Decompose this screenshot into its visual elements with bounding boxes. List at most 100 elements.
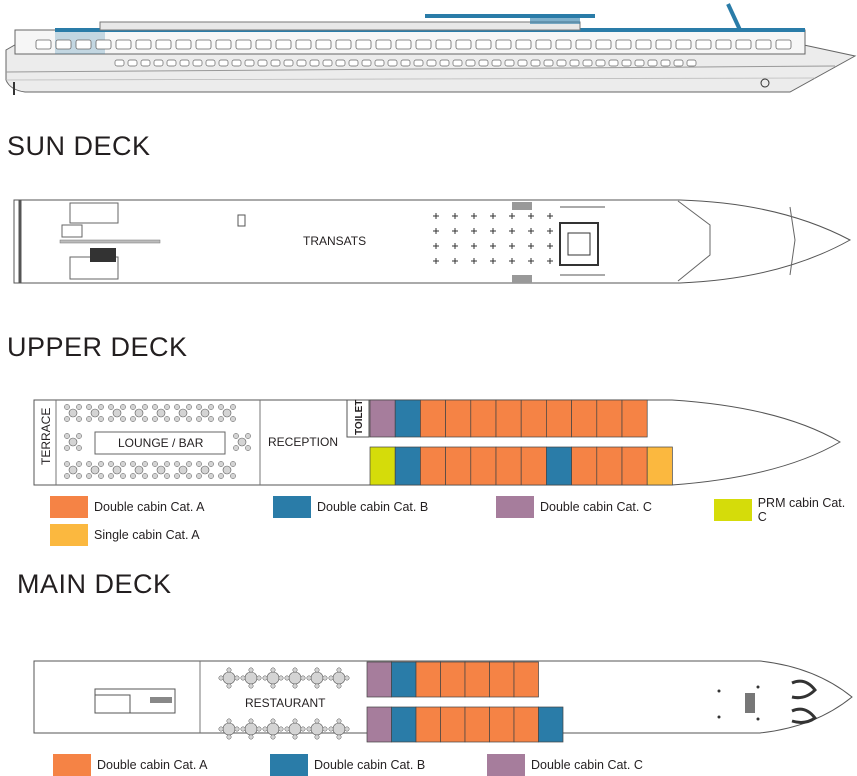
ship-porthole xyxy=(543,59,554,67)
lounge-table-chair xyxy=(130,404,136,410)
restaurant-chair xyxy=(314,734,320,740)
restaurant-chair xyxy=(226,734,232,740)
upper-legend-prm-c: PRM cabin Cat. C xyxy=(714,496,857,524)
upper-legend-double-b: Double cabin Cat. B xyxy=(273,496,428,518)
restaurant-label: RESTAURANT xyxy=(245,696,326,710)
restaurant-chair xyxy=(306,675,312,681)
legend-label: Double cabin Cat. A xyxy=(97,758,208,772)
restaurant-chair xyxy=(256,726,262,732)
restaurant-chair xyxy=(248,734,254,740)
main-cabins-bottom xyxy=(366,706,564,743)
restaurant-chair xyxy=(284,675,290,681)
transat-chair xyxy=(528,213,534,219)
cabin-double-a xyxy=(440,706,466,743)
restaurant-chair xyxy=(270,734,276,740)
lounge-table-chair xyxy=(142,416,148,422)
ship-porthole xyxy=(283,59,294,67)
restaurant-chair xyxy=(270,718,276,724)
lounge-table-chair xyxy=(186,473,192,479)
transat-chair xyxy=(528,258,534,264)
cabin-double-b xyxy=(391,661,417,698)
ship-window xyxy=(415,39,432,50)
ship-porthole xyxy=(309,59,320,67)
lounge-table-chair xyxy=(174,473,180,479)
restaurant-chair xyxy=(300,675,306,681)
restaurant-chair xyxy=(226,718,232,724)
restaurant-table xyxy=(244,722,258,736)
transat-chair xyxy=(528,243,534,249)
lounge-table-chair xyxy=(76,404,82,410)
main-deck-title: MAIN DECK xyxy=(17,569,172,599)
lounge-table-chair xyxy=(98,473,104,479)
lounge-table xyxy=(178,465,188,475)
restaurant-chair xyxy=(248,718,254,724)
lounge-table-chair xyxy=(230,461,236,467)
ship-window xyxy=(335,39,352,50)
restaurant-chair xyxy=(292,718,298,724)
transats-label: TRANSATS xyxy=(303,234,366,248)
ship-window xyxy=(775,39,792,50)
legend-swatch xyxy=(50,524,88,546)
lounge-table-chair xyxy=(64,433,70,439)
cabin-double-a xyxy=(621,399,648,438)
cabin-double-a xyxy=(489,706,515,743)
ship-porthole xyxy=(192,59,203,67)
cabin-double-a xyxy=(470,446,497,486)
legend-swatch xyxy=(270,754,308,776)
ship-porthole xyxy=(270,59,281,67)
restaurant-chair xyxy=(336,718,342,724)
ship-porthole xyxy=(465,59,476,67)
lounge-table-chair xyxy=(76,416,82,422)
ship-porthole xyxy=(322,59,333,67)
lounge-table-chair xyxy=(120,416,126,422)
transat-chair xyxy=(547,243,553,249)
ship-porthole xyxy=(413,59,424,67)
ship-porthole xyxy=(595,59,606,67)
legend-swatch xyxy=(50,496,88,518)
transat-chair xyxy=(471,213,477,219)
restaurant-chair xyxy=(248,683,254,689)
lounge-table xyxy=(178,408,188,418)
legend-swatch xyxy=(273,496,311,518)
ship-profile xyxy=(5,3,857,95)
lounge-table-chair xyxy=(130,461,136,467)
cabin-double-a xyxy=(489,661,515,698)
restaurant-chair xyxy=(300,726,306,732)
ship-porthole xyxy=(439,59,450,67)
transat-chair xyxy=(528,228,534,234)
ship-window xyxy=(355,39,372,50)
restaurant-table xyxy=(288,671,302,685)
restaurant-chair xyxy=(344,675,350,681)
lounge-table xyxy=(112,465,122,475)
cabin-prm-c xyxy=(369,446,396,486)
cabin-double-a xyxy=(420,446,446,486)
transat-chair xyxy=(433,228,439,234)
ship-window xyxy=(295,39,312,50)
main-legend-double-a: Double cabin Cat. A xyxy=(53,754,208,776)
ship-window xyxy=(315,39,332,50)
ship-porthole xyxy=(582,59,593,67)
transat-chair xyxy=(509,213,515,219)
lounge-table-chair xyxy=(108,473,114,479)
lounge-table-chair xyxy=(76,445,82,451)
cabin-double-a xyxy=(464,661,490,698)
cabin-double-a xyxy=(596,446,623,486)
lounge-table-chair xyxy=(230,473,236,479)
ship-porthole xyxy=(530,59,541,67)
lounge-table-chair xyxy=(208,404,214,410)
restaurant-chair xyxy=(262,675,268,681)
restaurant-chair xyxy=(262,726,268,732)
ship-porthole xyxy=(231,59,242,67)
lounge-table xyxy=(200,408,210,418)
legend-label: Double cabin Cat. C xyxy=(540,500,652,514)
ship-porthole xyxy=(205,59,216,67)
lounge-table-chair xyxy=(218,473,224,479)
cabin-double-a xyxy=(520,399,547,438)
restaurant-tables xyxy=(218,667,350,740)
transat-chair xyxy=(471,228,477,234)
legend-label: Single cabin Cat. A xyxy=(94,528,200,542)
lounge-table-chair xyxy=(186,416,192,422)
lounge-table-chair xyxy=(196,461,202,467)
lounge-table-chair xyxy=(142,404,148,410)
lounge-table-chair xyxy=(186,461,192,467)
